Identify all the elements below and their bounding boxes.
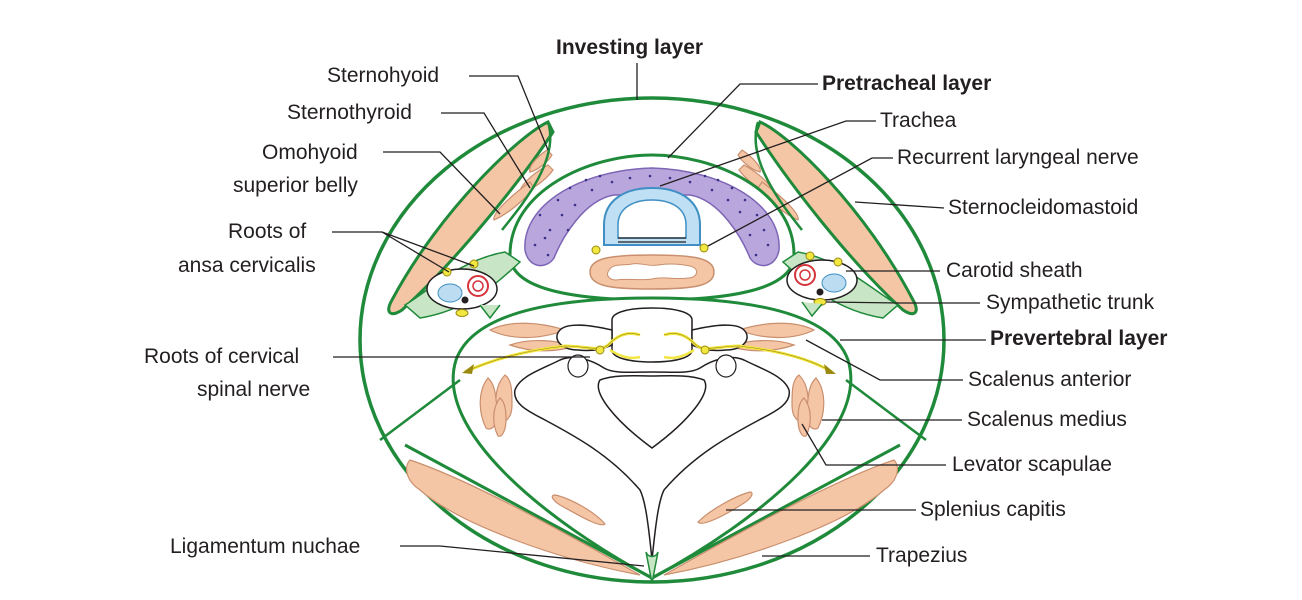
ansa-root-right-1	[805, 251, 815, 261]
internal-jugular-vein-left	[437, 283, 463, 303]
label-scalenus-anterior: Scalenus anterior	[968, 368, 1132, 391]
label-recurrent-laryngeal: Recurrent laryngeal nerve	[897, 146, 1139, 169]
sternohyoid-right	[737, 149, 761, 173]
investing-posterior-right	[651, 443, 901, 580]
investing-fascia-left	[501, 121, 552, 231]
spinal-nerve-root-right-outline	[663, 333, 833, 373]
leader-sternohyoid	[469, 75, 549, 151]
leader-levator-scapulae	[801, 423, 946, 466]
ligamentum-nuchae	[645, 551, 659, 584]
label-sympathetic-trunk: Sympathetic trunk	[986, 291, 1155, 314]
levator-scapulae-left	[493, 397, 507, 437]
splenius-capitis-right	[697, 491, 753, 524]
arrowhead-right	[824, 364, 836, 374]
vertebral-foramen-right	[715, 354, 737, 378]
label-sternohyoid: Sternohyoid	[327, 64, 440, 87]
leader-recurrent-laryngeal	[707, 157, 893, 247]
trapezius-left	[405, 459, 641, 576]
leader-trachea	[659, 120, 876, 187]
leader-pretracheal	[667, 83, 818, 159]
trapezius-right	[663, 459, 899, 576]
levator-scapulae-right	[797, 397, 811, 437]
label-roots-spinal-2: spinal nerve	[197, 378, 311, 401]
arrowhead-left	[462, 364, 474, 374]
leader-sympathetic-trunk	[825, 301, 980, 304]
leader-ansa-2	[381, 231, 475, 267]
label-trachea: Trachea	[880, 109, 957, 132]
label-pretracheal-layer: Pretracheal layer	[822, 72, 992, 95]
splenius-capitis-left	[551, 494, 606, 526]
label-carotid-sheath: Carotid sheath	[946, 259, 1083, 282]
ansa-root-right-2	[833, 257, 843, 267]
thyroid-dots	[533, 174, 770, 257]
oesophagus-lumen	[607, 263, 697, 281]
label-sternothyroid: Sternothyroid	[287, 101, 412, 124]
label-roots-ansa-1: Roots of	[228, 220, 307, 243]
investing-fascia-right	[754, 121, 803, 231]
sympathetic-trunk-left	[455, 309, 469, 317]
spinal-ganglion-right	[700, 345, 710, 355]
vertebral-arch	[514, 356, 790, 561]
trachea-lumen	[617, 199, 687, 239]
leader-sternothyroid	[441, 112, 531, 189]
thyroid-gland	[524, 167, 780, 267]
spinal-nerve-root-left-b	[609, 348, 641, 360]
fascia-strand-left	[479, 304, 501, 320]
spinal-nerve-root-right-b	[663, 348, 695, 360]
sternocleidomastoid-left	[387, 120, 555, 316]
leader-lines	[332, 63, 986, 567]
label-roots-spinal-1: Roots of cervical	[144, 345, 300, 368]
label-ligamentum-nuchae: Ligamentum nuchae	[170, 535, 361, 558]
label-trapezius: Trapezius	[876, 544, 968, 567]
posterior-border-right	[845, 379, 927, 441]
common-carotid-artery-left-inner	[472, 280, 484, 292]
common-carotid-artery-right-inner	[799, 269, 811, 281]
fascia-strand-right	[801, 301, 823, 318]
label-scalenus-medius: Scalenus medius	[967, 408, 1127, 431]
investing-posterior-left	[404, 443, 653, 580]
vagus-nerve-right	[816, 288, 824, 296]
vagus-nerve-left	[461, 296, 469, 304]
label-omohyoid-1: Omohyoid	[262, 141, 358, 164]
leader-scalenus-anterior	[805, 339, 963, 381]
vertebral-canal	[597, 374, 707, 449]
leader-omohyoid	[383, 151, 501, 215]
leader-sternocleidomastoid	[854, 201, 945, 209]
internal-jugular-vein-right	[821, 273, 847, 293]
label-omohyoid-2: superior belly	[233, 174, 358, 197]
recurrent-laryngeal-nerve-right	[699, 243, 709, 253]
label-sternocleidomastoid: Sternocleidomastoid	[948, 196, 1139, 219]
label-prevertebral-layer: Prevertebral layer	[990, 327, 1168, 350]
ansa-root-left-2	[469, 259, 479, 269]
spinal-nerve-root-left-outline	[464, 333, 641, 373]
label-investing-layer: Investing layer	[556, 36, 704, 59]
label-roots-ansa-2: ansa cervicalis	[178, 254, 316, 277]
label-levator-scapulae: Levator scapulae	[952, 453, 1112, 476]
posterior-border-left	[379, 379, 461, 441]
leader-ligamentum-nuchae	[400, 545, 645, 567]
vertebral-foramen-left	[567, 354, 589, 378]
recurrent-laryngeal-nerve-left	[591, 245, 601, 255]
spinal-ganglion-left	[595, 345, 605, 355]
label-splenius-capitis: Splenius capitis	[920, 498, 1066, 521]
